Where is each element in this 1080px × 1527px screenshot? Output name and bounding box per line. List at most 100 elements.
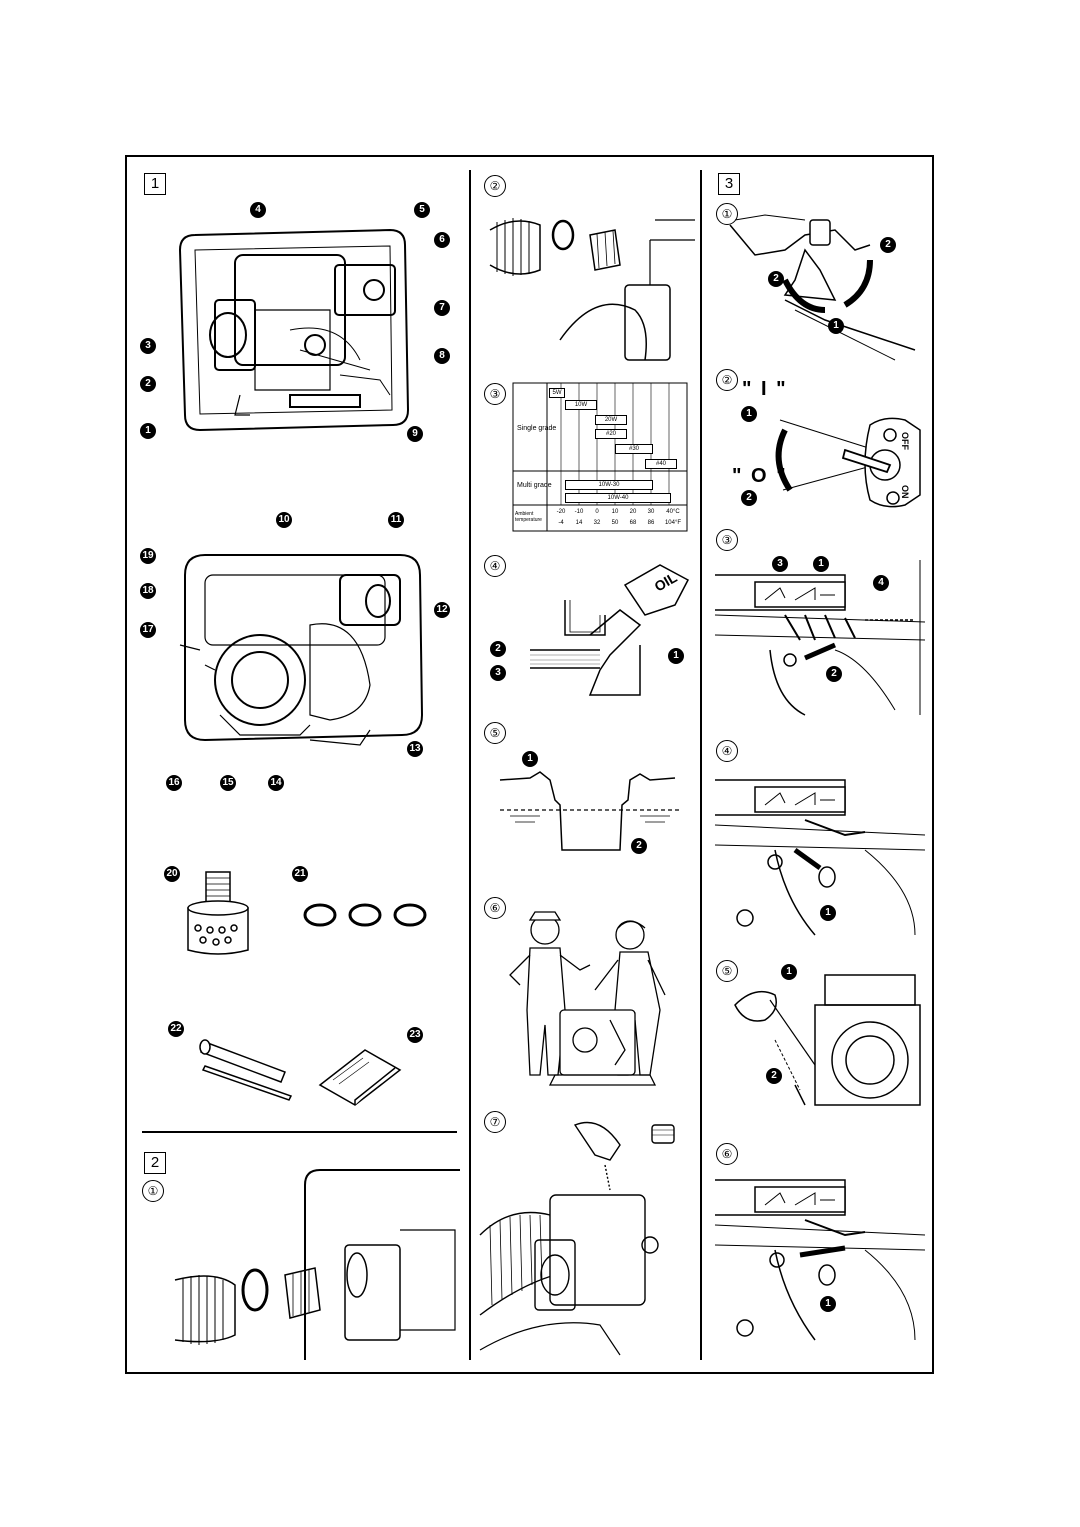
tick-f-3: 50 [611,520,619,526]
part-callout-4: 4 [250,202,266,218]
strainer-icon [178,870,258,960]
tick-c-5: 30 [647,509,655,515]
choke-callout-1: 1 [813,556,829,572]
step-c3-3-marker: ③ [716,529,738,551]
section-3-marker: 3 [718,173,740,195]
section-1-marker: 1 [144,173,166,195]
part-callout-2: 2 [140,376,156,392]
step-c2-2-marker: ② [484,175,506,197]
part-callout-9: 9 [407,426,423,442]
oil-level-illustration: OIL [530,560,690,700]
part-callout-22: 22 [168,1021,184,1037]
grade-bar-10w40: 10W-40 [565,493,671,503]
workers-illustration [500,900,690,1085]
step-c3-2-marker: ② [716,369,738,391]
recoil-start-illustration [725,965,925,1115]
fuel-callout-1: 1 [828,318,844,334]
part-callout-12: 12 [434,602,450,618]
switch-callout-2: 2 [741,490,757,506]
step-2-1-marker: ① [142,1180,164,1202]
part-callout-7: 7 [434,300,450,316]
part-callout-13: 13 [407,741,423,757]
fuel-callout-2b: 2 [768,271,784,287]
step-c2-6-marker: ⑥ [484,897,506,919]
hose-connection-illustration [175,1160,460,1360]
step-c2-7-marker: ⑦ [484,1111,506,1133]
hose-clamp-icon [300,895,440,935]
step-c3-6-marker: ⑥ [716,1143,738,1165]
step-c3-4-marker: ④ [716,740,738,762]
recoil-callout-2: 2 [766,1068,782,1084]
part-callout-6: 6 [434,232,450,248]
part-callout-18: 18 [140,583,156,599]
return-callout-1: 1 [820,1296,836,1312]
switch-off-mark: " O " [732,465,788,487]
part-callout-19: 19 [140,548,156,564]
priming-fill-illustration [480,1115,695,1360]
step-c2-4-marker: ④ [484,555,506,577]
hose-attach-illustration [485,200,695,370]
grade-bar-20w: 20W [595,415,627,425]
step-c2-5-marker: ⑤ [484,722,506,744]
tick-c-3: 10 [611,509,619,515]
multi-grade-label: Multi grade [517,482,552,489]
grade-bar-20: #20 [595,429,627,439]
tick-f-6: 104°F [664,520,682,526]
throttle-return-illustration [715,1150,925,1340]
part-callout-16: 16 [166,775,182,791]
choke-callout-3: 3 [772,556,788,572]
part-callout-14: 14 [268,775,284,791]
part-callout-10: 10 [276,512,292,528]
section-divider [142,1131,457,1133]
engine-switch-illustration: OFF ON [775,410,925,520]
single-grade-label: Single grade [517,425,557,432]
column-divider-right [700,170,702,1360]
section-2-marker: 2 [144,1152,166,1174]
tick-c-2: 0 [595,509,599,515]
part-callout-20: 20 [164,866,180,882]
priming-callout-1: 1 [522,751,538,767]
plug-wrench-icon [195,1030,305,1110]
choke-callout-2: 2 [826,666,842,682]
step-c3-5-marker: ⑤ [716,960,738,982]
tick-f-1: 14 [575,520,583,526]
part-callout-21: 21 [292,866,308,882]
tick-c-4: 20 [629,509,637,515]
page-frame [125,155,934,1374]
tick-c-6: 40°C [666,509,680,515]
priming-cross-section [500,760,680,860]
pump-front-illustration [140,200,460,460]
oil-callout-3: 3 [490,665,506,681]
oil-callout-2: 2 [490,641,506,657]
step-c2-3-marker: ③ [484,383,506,405]
switch-callout-1: 1 [741,406,757,422]
part-callout-15: 15 [220,775,236,791]
fuel-valve-illustration [725,210,925,360]
pump-rear-illustration [160,535,440,775]
switch-on-label: ON [900,485,910,499]
part-callout-11: 11 [388,512,404,528]
switch-off-label: OFF [900,432,910,450]
priming-callout-2: 2 [631,838,647,854]
tick-c-0: -20 [556,509,566,515]
throttle-lever-illustration [715,750,925,935]
grade-bar-30: #30 [615,444,653,454]
choke-lever-illustration [715,560,925,715]
fuel-callout-2a: 2 [880,237,896,253]
tick-f-0: -4 [558,520,564,526]
grade-bar-10w30: 10W-30 [565,480,653,490]
part-callout-8: 8 [434,348,450,364]
grade-bar-10w: 10W [565,400,597,410]
oil-callout-1: 1 [668,648,684,664]
column-divider-left [469,170,471,1360]
tick-f-5: 86 [647,520,655,526]
throttle-callout-1: 1 [820,905,836,921]
tick-f-4: 68 [629,520,637,526]
part-callout-5: 5 [414,202,430,218]
recoil-callout-1: 1 [781,964,797,980]
choke-callout-4: 4 [873,575,889,591]
step-c3-1-marker: ① [716,203,738,225]
tick-c-1: -10 [574,509,584,515]
manual-booklet-icon [315,1040,405,1110]
oil-viscosity-chart: Single grade Multi grade Ambient tempera… [513,383,687,531]
